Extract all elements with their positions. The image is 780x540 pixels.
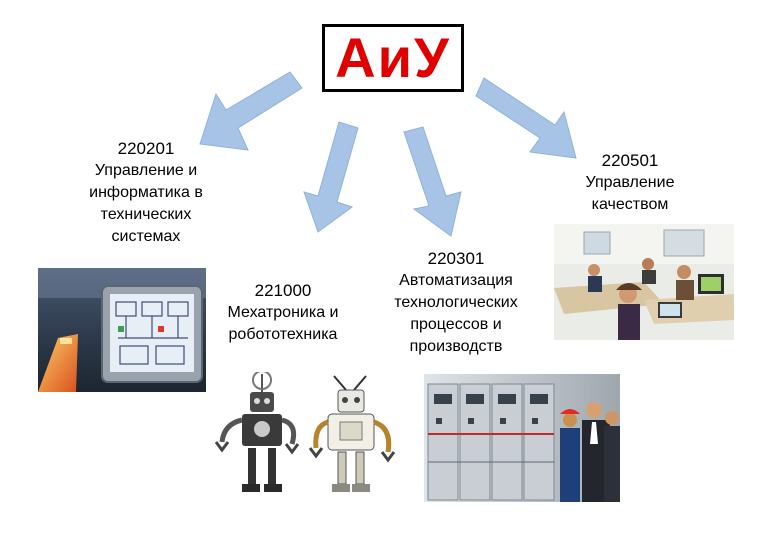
- label-221000-line2: робототехника: [228, 326, 338, 343]
- title-box: АиУ: [322, 24, 464, 92]
- label-220301: 220301 Автоматизация технологических про…: [372, 248, 540, 358]
- label-221000-line1: Мехатроника и: [227, 304, 339, 321]
- arrow-to-221000: [303, 121, 359, 233]
- control-panel-photo: [38, 268, 206, 392]
- label-220501-line2: качеством: [591, 196, 669, 213]
- switchgear-photo: [424, 374, 620, 502]
- office-photo: [554, 224, 734, 340]
- label-220301-line2: технологических: [394, 294, 518, 311]
- label-220201-line3: технических: [100, 206, 192, 223]
- robot-left-icon: [214, 372, 300, 492]
- code-220501: 220501: [601, 151, 659, 170]
- label-220201: 220201 Управление и информатика в технич…: [66, 138, 226, 248]
- label-220301-line3: процессов и: [410, 316, 502, 333]
- title: АиУ: [335, 26, 451, 89]
- label-220201-line2: информатика в: [89, 184, 203, 201]
- arrow-to-220301: [403, 126, 462, 237]
- label-221000: 221000 Мехатроника и робототехника: [208, 280, 358, 346]
- code-221000: 221000: [254, 281, 312, 300]
- robots-photo: [214, 372, 410, 502]
- label-220201-line4: системах: [111, 228, 181, 245]
- label-220501: 220501 Управление качеством: [560, 150, 700, 216]
- label-220201-line1: Управление и: [94, 162, 198, 179]
- code-220301: 220301: [427, 249, 485, 268]
- label-220301-line4: производств: [409, 338, 503, 355]
- label-220301-line1: Автоматизация: [399, 272, 513, 289]
- code-220201: 220201: [117, 139, 175, 158]
- label-220501-line1: Управление: [585, 174, 675, 191]
- robot-right-icon: [308, 375, 396, 492]
- arrow-to-220501: [475, 77, 577, 159]
- arrow-to-220201: [199, 71, 303, 151]
